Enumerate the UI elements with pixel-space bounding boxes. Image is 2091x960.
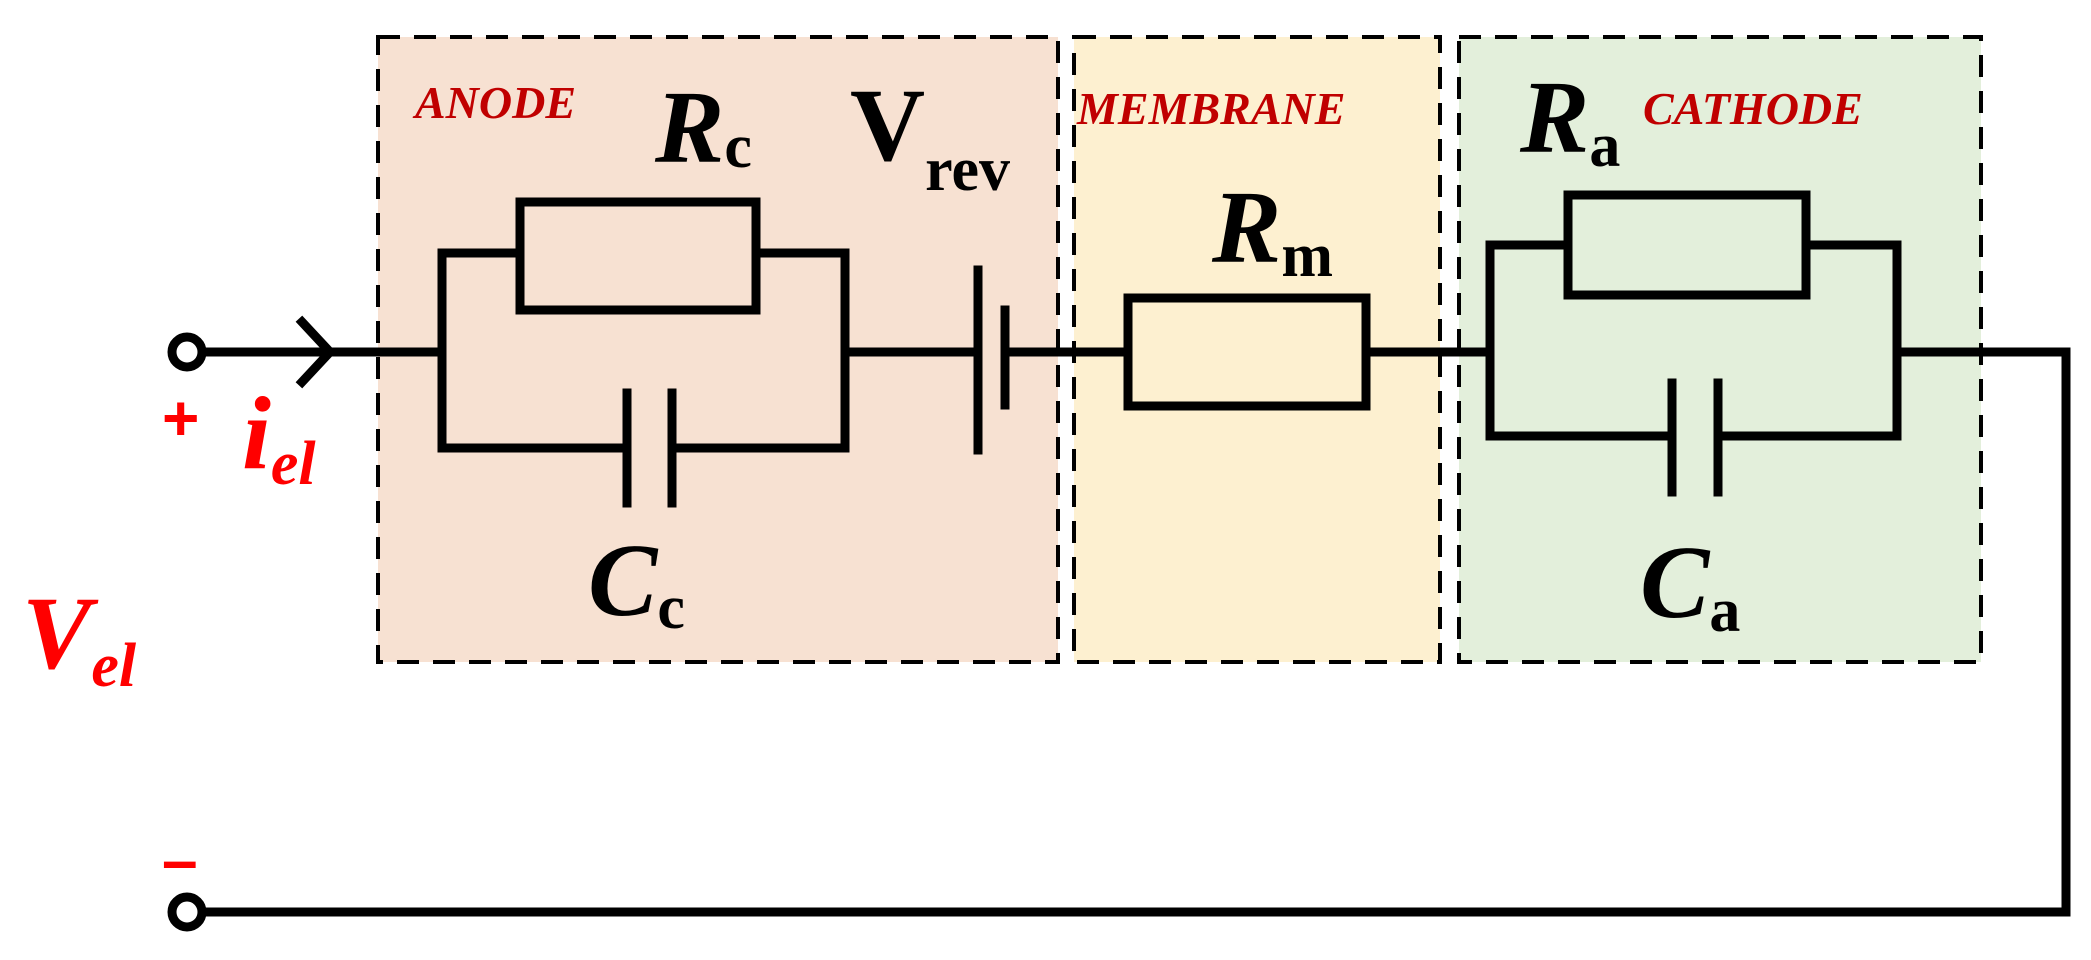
membrane-label: MEMBRANE <box>1076 83 1345 134</box>
return-wire <box>200 347 2071 917</box>
cc-label: Cc <box>588 523 685 642</box>
voltage-label: Vel <box>22 576 137 700</box>
vrev-label: Vrev <box>850 68 1010 204</box>
ra-label: Ra <box>1519 60 1620 180</box>
anode-rc-network <box>437 197 850 508</box>
current-label: iel <box>242 376 316 498</box>
anode-label: ANODE <box>412 77 576 128</box>
current-arrow-icon <box>295 315 337 389</box>
cathode-rc-network <box>1485 190 1902 497</box>
plus-sign: + <box>162 382 199 454</box>
positive-terminal <box>167 332 207 372</box>
minus-sign: – <box>162 824 198 896</box>
negative-terminal <box>167 892 207 932</box>
rc-label: Rc <box>654 70 752 185</box>
cathode-label: CATHODE <box>1643 83 1863 134</box>
ca-label: Ca <box>1640 525 1740 645</box>
rm-label: Rm <box>1211 170 1333 290</box>
